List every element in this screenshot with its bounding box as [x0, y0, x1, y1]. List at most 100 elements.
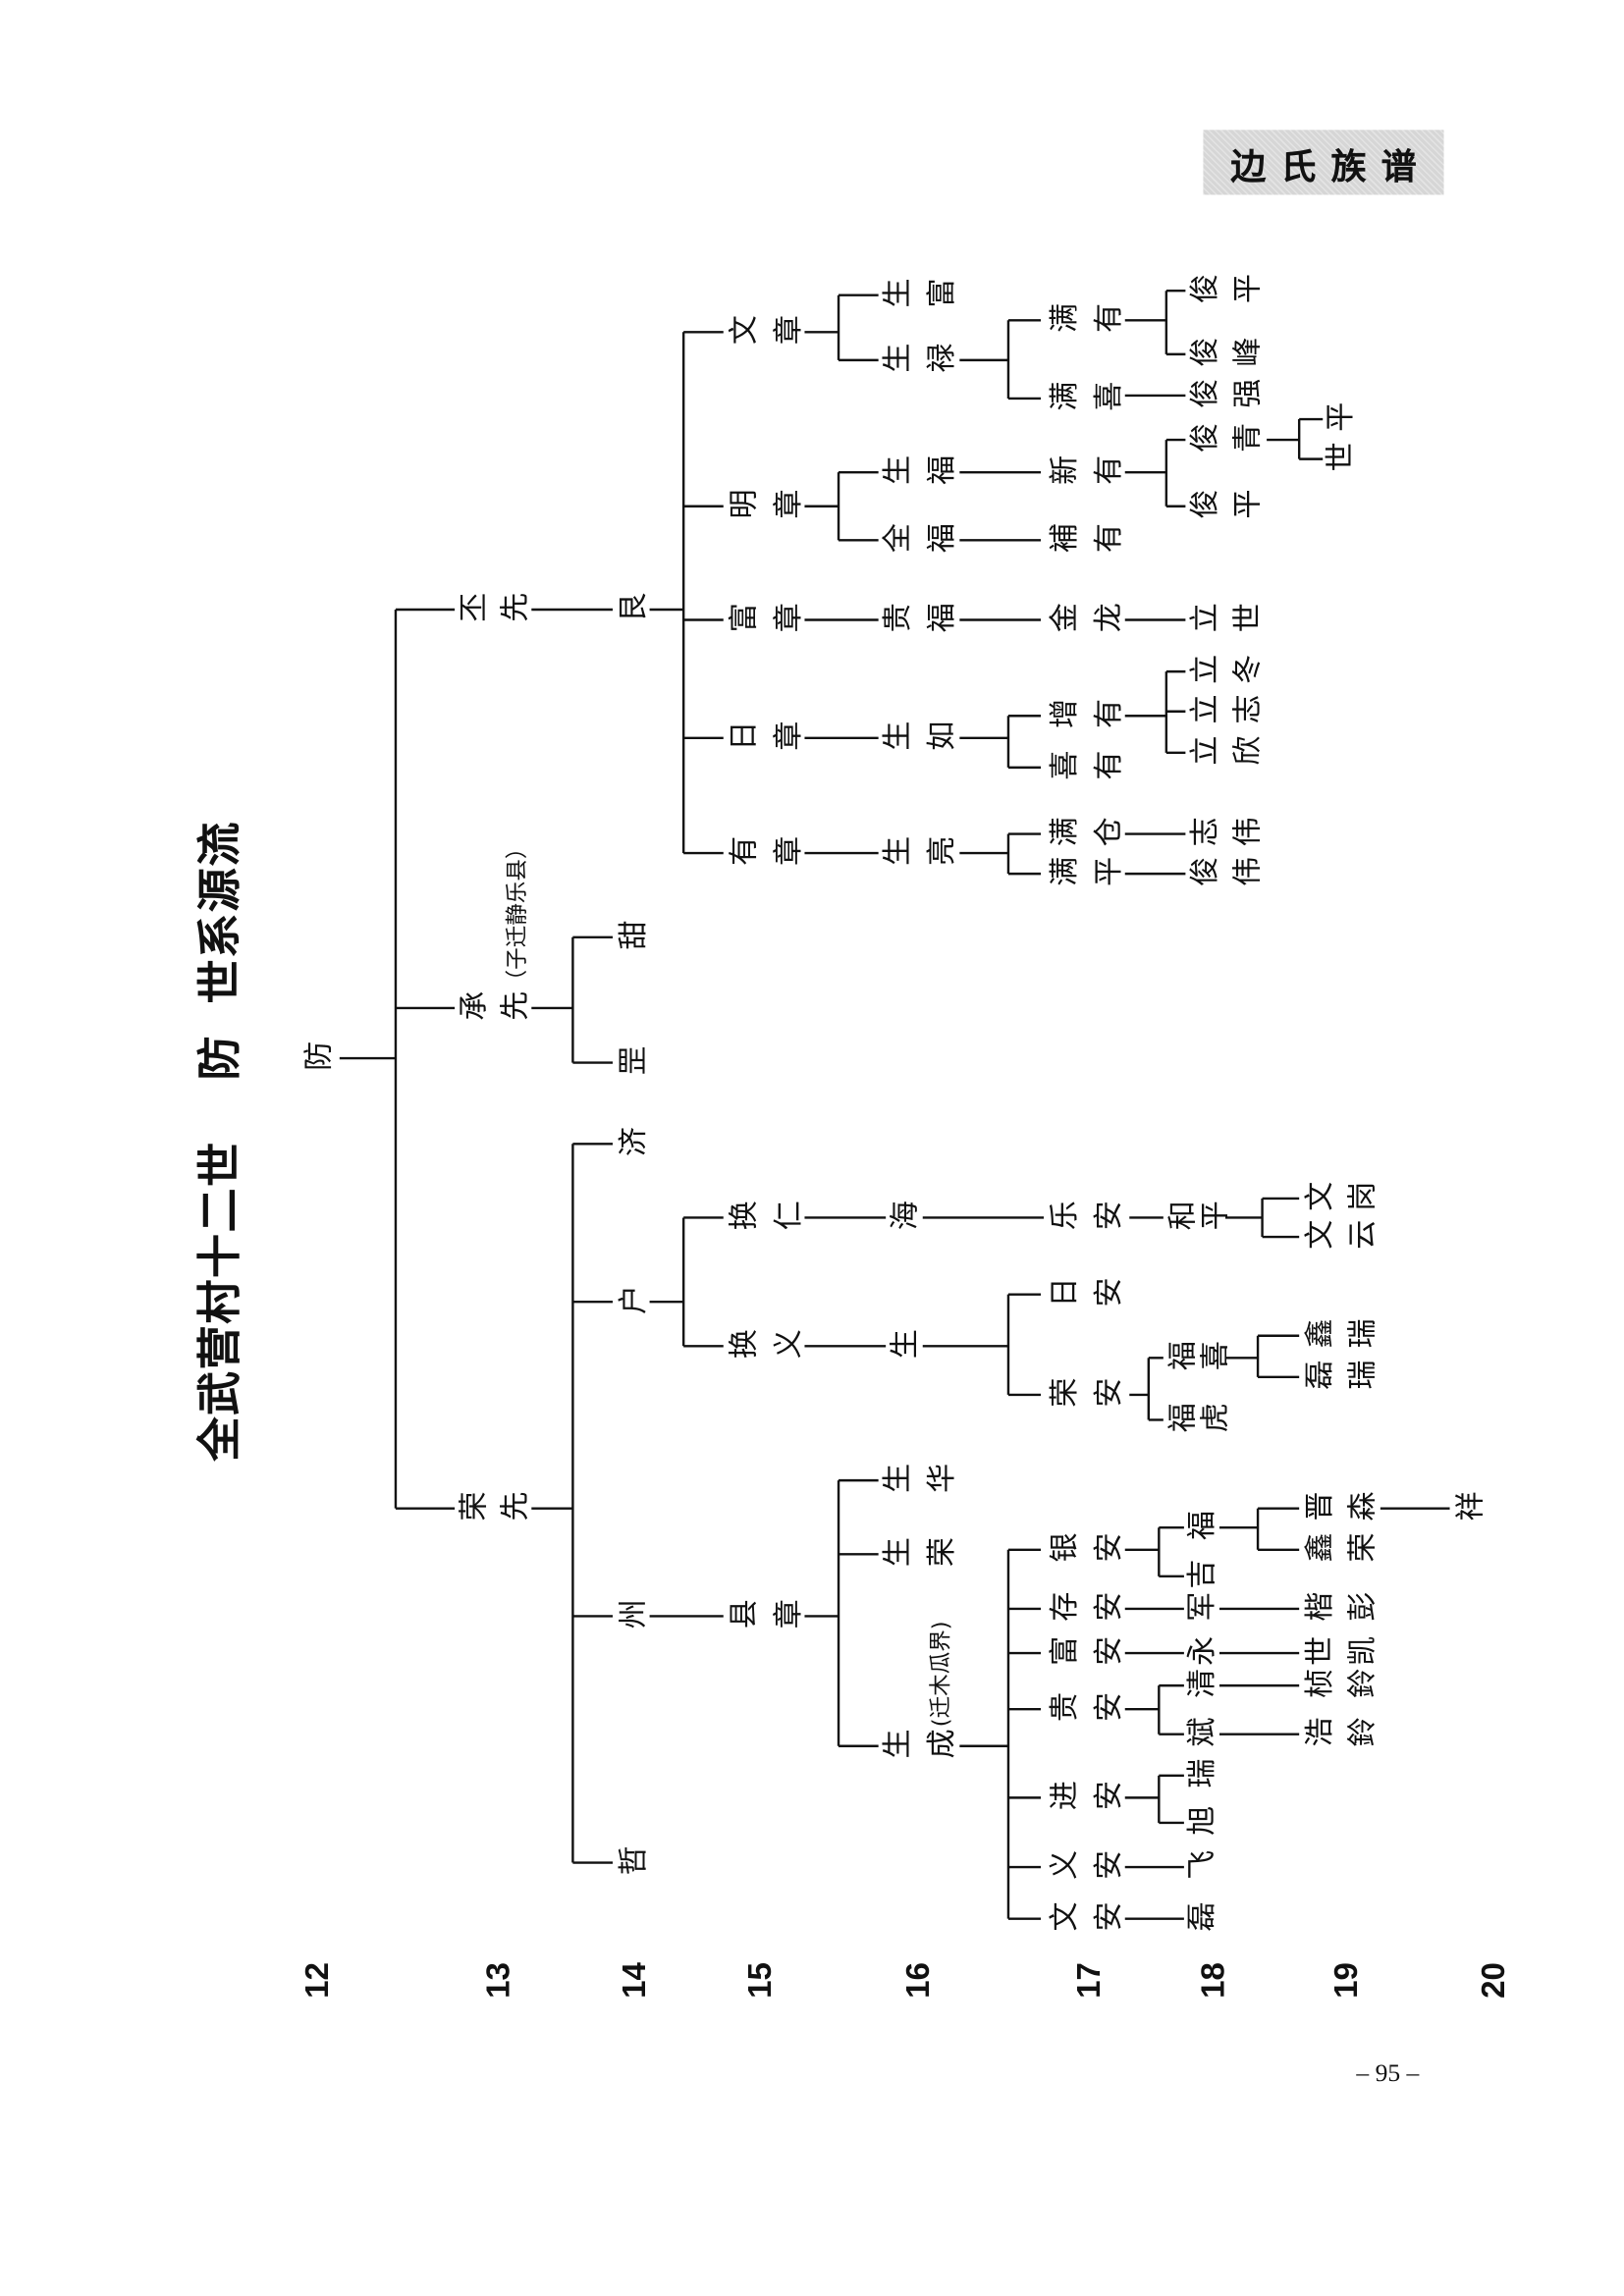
- person-name: 志伟: [1188, 816, 1274, 852]
- book-header-badge: 边氏族谱: [1203, 130, 1444, 195]
- generation-label: 15: [740, 1962, 779, 1999]
- person-name: 俊青: [1188, 422, 1274, 458]
- person-name: 日章: [728, 720, 817, 756]
- person-name: 州: [617, 1598, 662, 1634]
- chart-title-ancestor: 防: [194, 1035, 247, 1081]
- person-name: 福虎: [1165, 1402, 1232, 1438]
- person-name: 户: [617, 1284, 662, 1320]
- person-name: 世凯: [1303, 1634, 1389, 1672]
- person-name: 立欣: [1188, 734, 1274, 771]
- person-name: 喜有: [1048, 749, 1137, 785]
- person-name: 海: [889, 1200, 934, 1236]
- person-name: 文岗: [1303, 1180, 1389, 1216]
- person-name: 生华: [881, 1463, 970, 1499]
- book-title: 边氏族谱: [1230, 143, 1432, 187]
- person-name: 防: [302, 1041, 348, 1077]
- generation-label: 16: [898, 1962, 937, 1999]
- migration-note: (迁木瓜界): [926, 1621, 953, 1728]
- person-name: 補有: [1048, 522, 1137, 559]
- person-name: 楷彭: [1303, 1590, 1389, 1627]
- person-name: 有章: [728, 835, 817, 872]
- person-name: 生成: [881, 1728, 970, 1764]
- person-name: 军: [1185, 1590, 1230, 1627]
- generation-label: 18: [1194, 1962, 1232, 1999]
- person-name: 斌: [1185, 1716, 1230, 1752]
- person-name: 甜: [617, 919, 662, 955]
- person-name: 富安: [1048, 1634, 1137, 1672]
- person-name: 磊: [1185, 1900, 1230, 1937]
- migration-note: （子迁静乐县）: [502, 836, 530, 992]
- person-name: 生荣: [881, 1536, 970, 1573]
- person-name: 明章: [728, 488, 817, 524]
- person-name: 生禄: [881, 342, 970, 378]
- person-name: 福: [1185, 1510, 1230, 1546]
- generation-label: 14: [616, 1962, 653, 1999]
- person-name: 银安: [1048, 1531, 1137, 1568]
- person-name: 荣安: [1048, 1376, 1137, 1413]
- person-name: 立冬: [1188, 654, 1274, 690]
- person-name: 鑫瑞: [1303, 1317, 1389, 1354]
- person-name: 俊平: [1188, 488, 1274, 524]
- person-name: 生: [889, 1328, 934, 1364]
- generation-label: 17: [1070, 1962, 1108, 1999]
- person-name: 新有: [1048, 454, 1137, 491]
- person-name: 贵福: [881, 602, 970, 638]
- person-name: 生富: [881, 277, 970, 313]
- person-name: 金龙: [1048, 602, 1137, 638]
- person-name: 俊平: [1188, 273, 1274, 309]
- chart-title-suffix: 世系源流: [194, 821, 247, 1004]
- person-name: 文章: [728, 314, 817, 350]
- generation-label: 19: [1326, 1962, 1365, 1999]
- person-name: 浩鈴: [1303, 1716, 1389, 1752]
- person-name: 满平: [1048, 856, 1137, 892]
- person-name: 飞: [1185, 1849, 1230, 1886]
- person-name: 全福: [881, 522, 970, 559]
- person-name: 富章: [728, 602, 817, 638]
- person-name: 荣先: [458, 1490, 541, 1526]
- person-name: 罡: [617, 1044, 662, 1081]
- person-name: 文安: [1048, 1900, 1137, 1937]
- person-name: 满仓: [1048, 816, 1137, 852]
- person-name: 永: [1185, 1634, 1230, 1672]
- person-name: 贵安: [1048, 1691, 1137, 1728]
- person-name: 换义: [728, 1328, 817, 1364]
- person-name: 丕先: [458, 591, 541, 628]
- generation-label: 20: [1475, 1962, 1512, 1999]
- person-name: 满喜: [1048, 380, 1137, 417]
- page-number: – 95 –: [1356, 2058, 1420, 2088]
- chart-title: 全武营村十二世: [194, 1141, 247, 1462]
- person-name: 祥: [1454, 1490, 1499, 1526]
- person-name: 承先: [458, 989, 541, 1027]
- person-name: 俊峰: [1188, 336, 1274, 372]
- person-name: 艮: [617, 591, 662, 628]
- person-name: 晋森: [1303, 1490, 1389, 1526]
- person-name: 生福: [881, 454, 970, 491]
- person-name: 世: [1324, 441, 1369, 477]
- person-name: 乐安: [1048, 1200, 1137, 1236]
- person-name: 换仁: [728, 1200, 817, 1236]
- person-name: 平: [1324, 400, 1369, 438]
- person-name: 满有: [1048, 302, 1137, 339]
- person-name: 县章: [728, 1598, 817, 1634]
- person-name: 立志: [1188, 693, 1274, 729]
- generation-label: 13: [479, 1962, 517, 1999]
- person-name: 义安: [1048, 1849, 1137, 1886]
- person-name: 存安: [1048, 1590, 1137, 1627]
- person-name: 生如: [881, 720, 970, 756]
- person-name: 立世: [1188, 602, 1274, 638]
- person-name: 桢鈴: [1303, 1668, 1389, 1704]
- person-name: 俊强: [1188, 377, 1274, 414]
- person-name: 俊伟: [1188, 856, 1274, 892]
- person-name: 鑫荣: [1303, 1531, 1389, 1568]
- person-name: 福喜: [1165, 1340, 1232, 1376]
- person-name: 和平: [1165, 1200, 1232, 1236]
- person-name: 生亮: [881, 835, 970, 872]
- person-name: 旭: [1185, 1804, 1230, 1841]
- person-name: 增有: [1048, 698, 1137, 734]
- person-name: 清: [1185, 1668, 1230, 1704]
- person-name: 文云: [1303, 1218, 1389, 1255]
- person-name: 日安: [1048, 1276, 1137, 1312]
